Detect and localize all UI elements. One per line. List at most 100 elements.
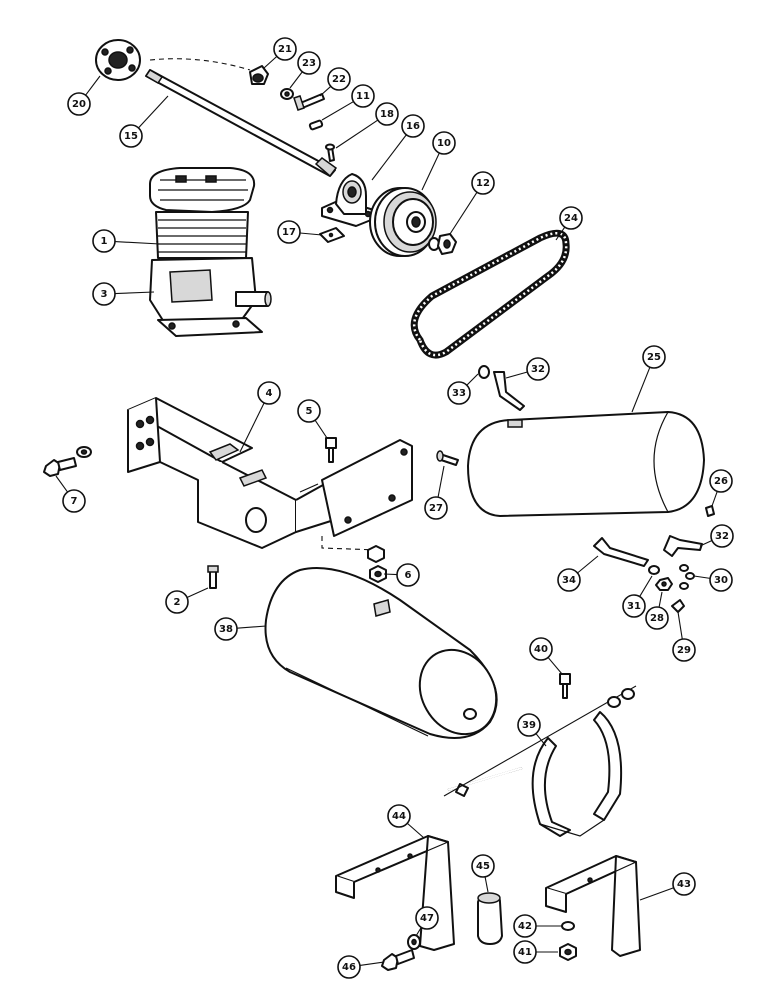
- callout-number: 27: [429, 503, 443, 514]
- coupling-flange-part: [95, 39, 141, 81]
- callout-number: 38: [219, 624, 233, 635]
- callout-28: 28: [645, 591, 669, 630]
- callout-40: 40: [529, 637, 563, 675]
- callout-27: 27: [424, 465, 448, 520]
- v-belt-part: [410, 229, 570, 359]
- clip-29-part: [671, 599, 685, 613]
- callout-circle: [67, 92, 91, 116]
- bolt-5-part: [325, 437, 337, 463]
- strap-32-upper-part: [493, 371, 525, 411]
- callout-number: 11: [356, 91, 370, 102]
- callout-6: 6: [383, 563, 420, 587]
- callout-leader-line: [639, 575, 653, 597]
- washer-31-part: [648, 565, 660, 575]
- callout-25: 25: [631, 345, 666, 413]
- cap-nut-part: [249, 65, 269, 85]
- nut-41-part: [559, 943, 577, 961]
- callout-leader-line: [421, 152, 440, 191]
- callout-number: 21: [278, 44, 292, 55]
- callout-number: 6: [405, 570, 412, 581]
- bolt-27-part: [436, 450, 459, 466]
- callout-circle: [351, 84, 375, 108]
- callout-circle: [297, 51, 321, 75]
- callout-circle: [424, 496, 448, 520]
- callout-number: 44: [392, 811, 406, 822]
- callout-leader-line: [114, 241, 161, 245]
- callout-leader-line: [371, 134, 407, 181]
- callout-leader-line: [289, 71, 303, 89]
- callout-number: 20: [72, 99, 86, 110]
- callout-leader-line: [677, 611, 683, 640]
- callout-38: 38: [214, 617, 267, 641]
- strap-34-part: [593, 537, 649, 567]
- callout-circle: [257, 381, 281, 405]
- air-compressor-part: [149, 167, 272, 337]
- callout-leader-line: [415, 927, 422, 937]
- bolt-7-part: [43, 446, 92, 477]
- callout-leader-line: [85, 75, 101, 96]
- callout-32b: 32: [699, 524, 734, 548]
- callout-number: 46: [342, 962, 356, 973]
- callout-number: 23: [302, 58, 316, 69]
- callout-leader-line: [359, 961, 385, 966]
- callout-number: 17: [282, 227, 296, 238]
- callout-32a: 32: [505, 357, 550, 381]
- callout-46: 46: [337, 955, 385, 979]
- washer-23-part: [280, 88, 294, 100]
- callout-43: 43: [639, 872, 696, 901]
- callout-circle: [709, 469, 733, 493]
- screw-26-part: [705, 505, 715, 517]
- callout-leader-line: [505, 371, 528, 379]
- callout-leader-line: [299, 232, 323, 236]
- callout-number: 45: [476, 861, 490, 872]
- callout-20: 20: [67, 75, 101, 116]
- callout-leader-line: [466, 373, 479, 386]
- callout-number: 33: [452, 388, 466, 399]
- callout-2: 2: [165, 587, 209, 614]
- bolt-22-part: [293, 93, 325, 111]
- callout-leader-line: [449, 191, 478, 235]
- callout-circle: [92, 282, 116, 306]
- washer-42-part: [561, 921, 575, 931]
- callout-number: 42: [518, 921, 532, 932]
- callout-leader-line: [437, 465, 445, 498]
- callout-number: 18: [380, 109, 394, 120]
- callout-number: 4: [266, 388, 273, 399]
- callout-circle: [642, 345, 666, 369]
- callout-number: 5: [306, 406, 313, 417]
- callout-leader-line: [236, 625, 267, 629]
- callout-11: 11: [321, 84, 375, 121]
- callout-number: 12: [476, 178, 490, 189]
- callout-leader-line: [693, 575, 711, 579]
- shim-plate-part: [319, 227, 345, 243]
- callout-18: 18: [335, 102, 399, 149]
- callout-number: 3: [101, 289, 108, 300]
- callout-circle: [517, 713, 541, 737]
- callout-number: 32: [531, 364, 545, 375]
- spacer-bushing-45-part: [477, 892, 503, 945]
- callout-number: 7: [71, 496, 78, 507]
- callout-leader-line: [555, 226, 566, 241]
- callout-16: 16: [371, 114, 425, 181]
- callout-layer: 1234567101112151617182021222324252627282…: [55, 37, 734, 979]
- callout-circle: [513, 914, 537, 938]
- callout-leader-line: [406, 822, 425, 839]
- callout-30: 30: [693, 568, 733, 592]
- callout-leader-line: [639, 887, 674, 901]
- callout-leader-line: [314, 419, 328, 439]
- washers-30-part: [679, 564, 695, 590]
- callout-circle: [396, 563, 420, 587]
- callout-42: 42: [513, 914, 562, 938]
- callout-44: 44: [387, 804, 425, 839]
- callout-number: 16: [406, 121, 420, 132]
- stud-2-part: [207, 565, 219, 589]
- callout-number: 41: [518, 947, 532, 958]
- support-bracket-43-part: [545, 855, 641, 957]
- callout-number: 24: [564, 213, 578, 224]
- callout-leader-line: [239, 402, 265, 453]
- callout-12: 12: [449, 171, 495, 235]
- bushing-33-part: [478, 365, 490, 379]
- callout-number: 47: [420, 913, 434, 924]
- callout-leader-line: [631, 367, 651, 413]
- callout-33: 33: [447, 373, 479, 405]
